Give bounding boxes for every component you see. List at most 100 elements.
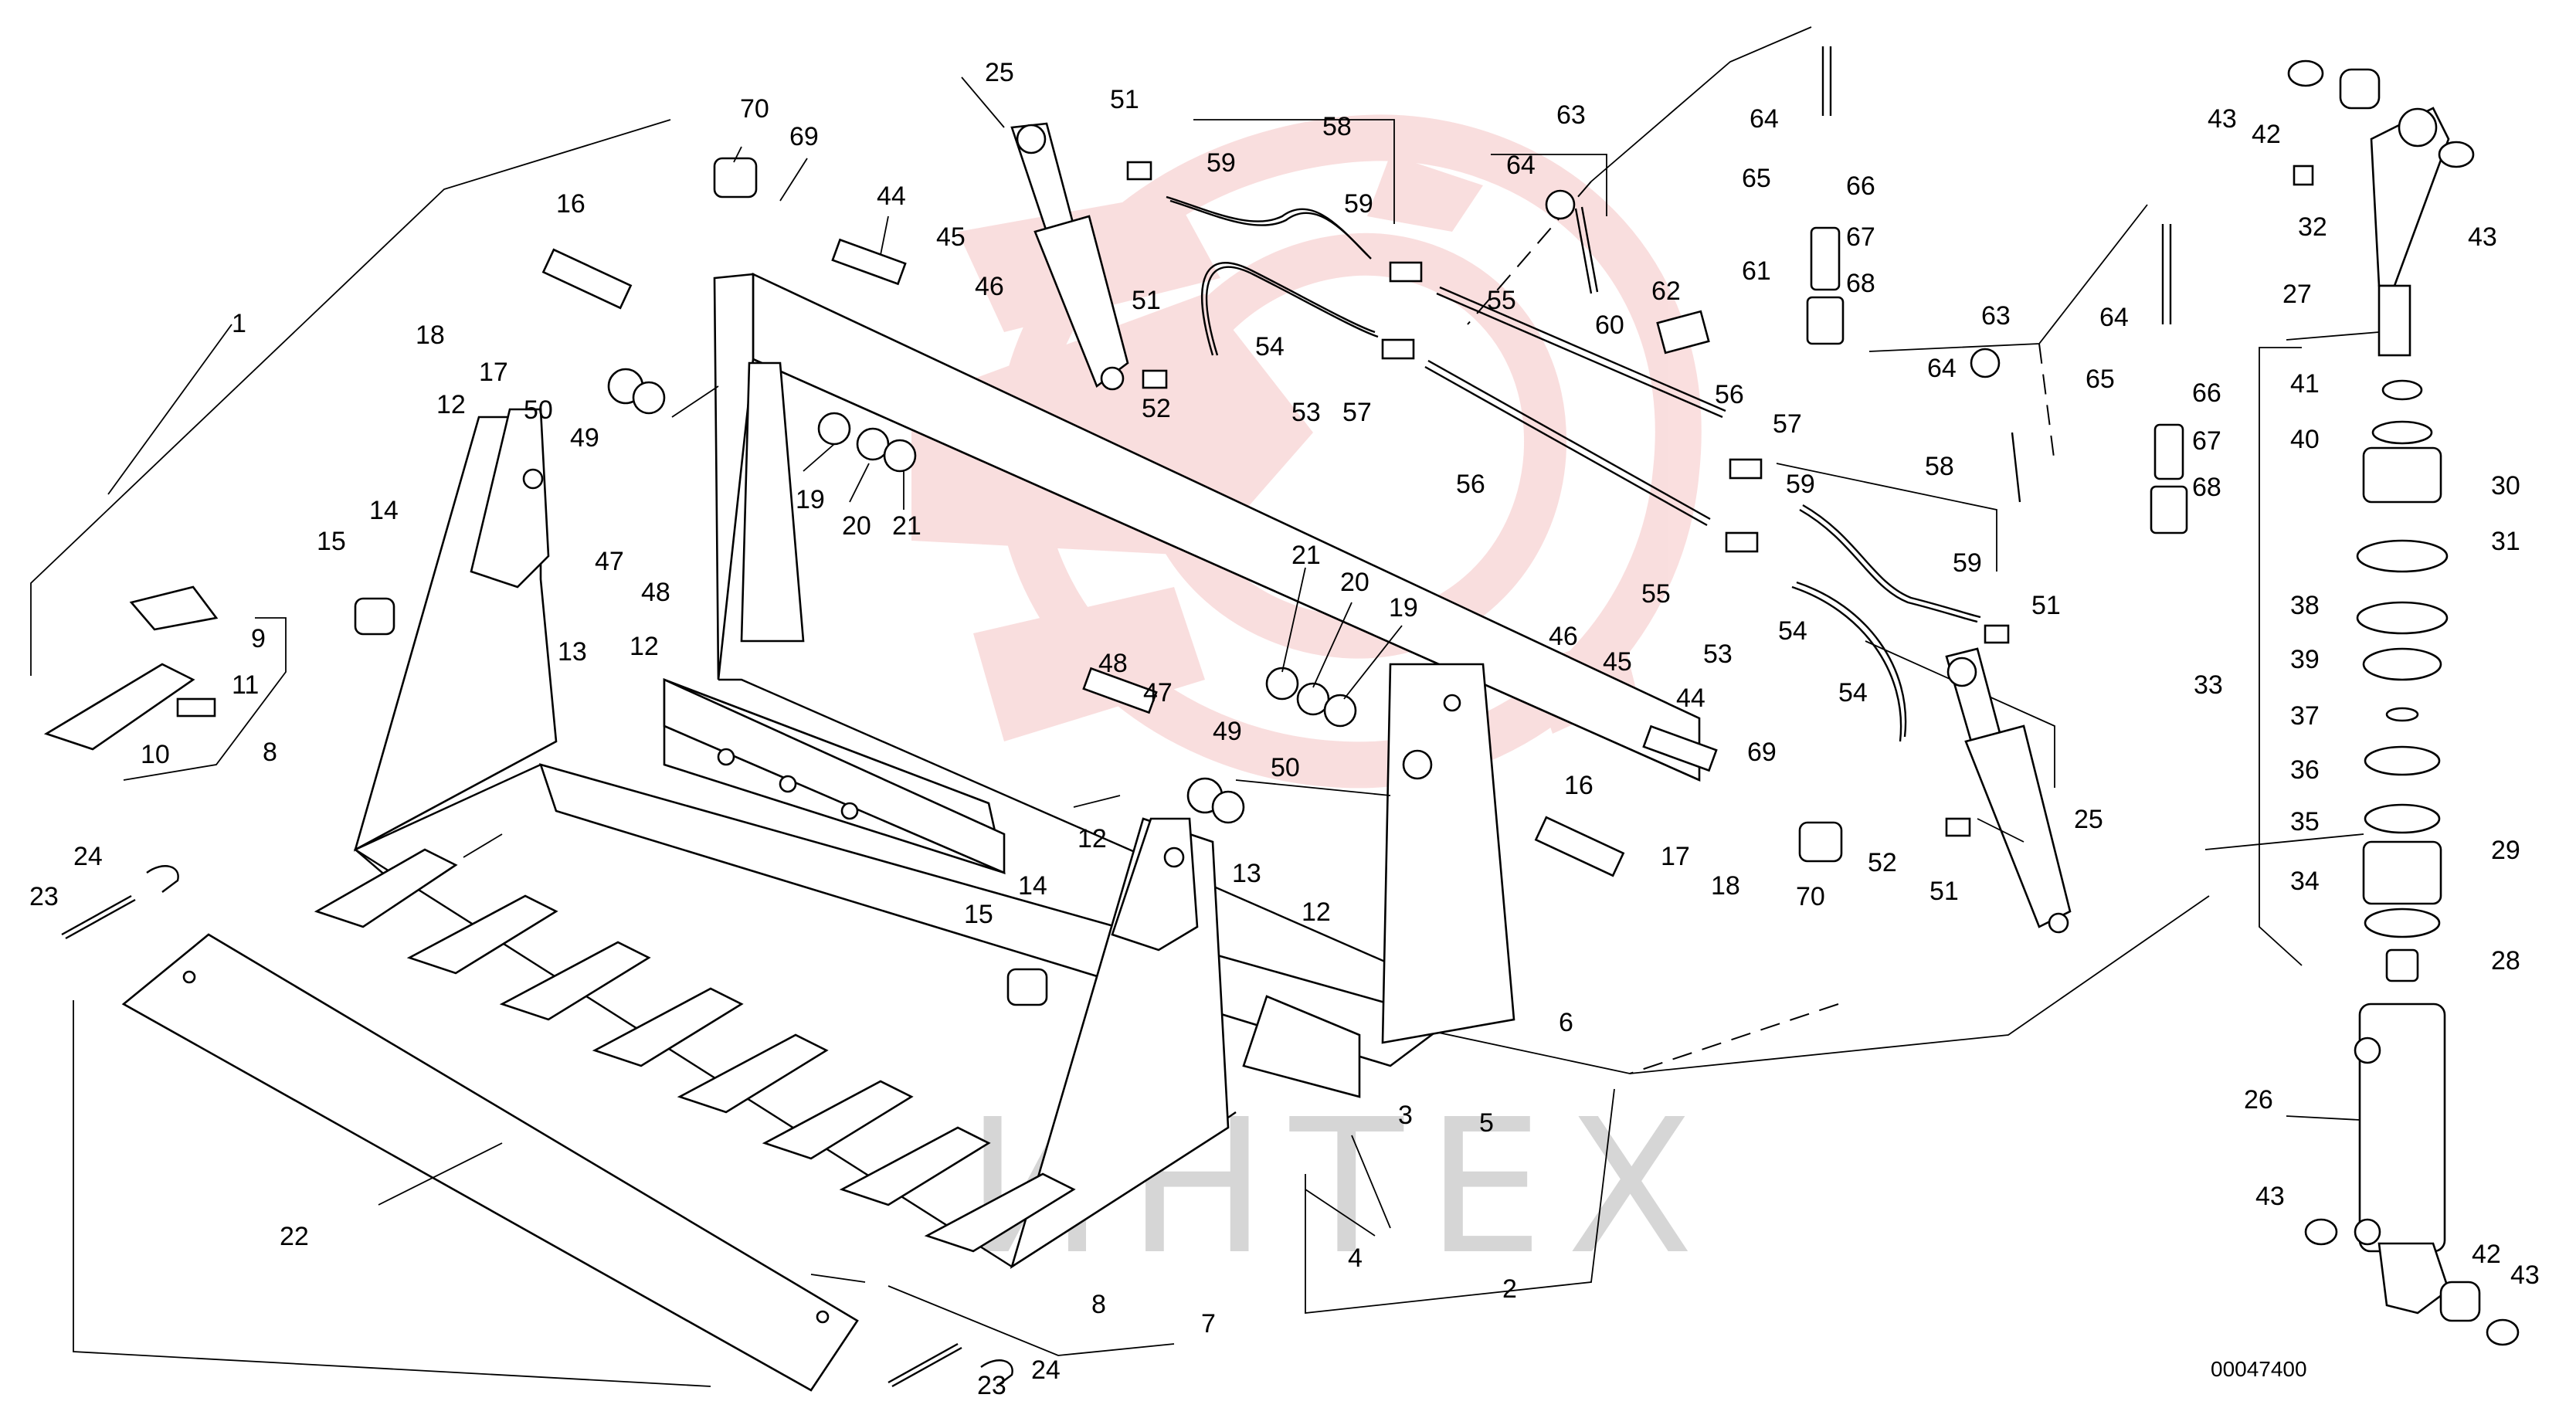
- callout-5: 5: [1479, 1108, 1494, 1138]
- callout-64-d: 64: [2099, 303, 2129, 332]
- callout-63-b: 63: [1981, 301, 2011, 331]
- callout-48-a: 48: [641, 578, 670, 607]
- callout-54-b: 54: [1778, 616, 1807, 646]
- bucket-cylinders: [1010, 122, 2072, 934]
- leader-lines: [107, 76, 2380, 1283]
- springs-and-clips: [61, 865, 1013, 1388]
- callout-61: 61: [1742, 256, 1771, 286]
- callout-8-b: 8: [1091, 1290, 1106, 1319]
- callout-4: 4: [1348, 1243, 1363, 1273]
- callout-45-b: 45: [1603, 647, 1632, 677]
- callout-68-a: 68: [1846, 269, 1875, 298]
- callout-41: 41: [2290, 369, 2320, 399]
- callout-48-b: 48: [1098, 649, 1128, 678]
- callout-51-d: 51: [1929, 877, 1959, 906]
- callout-67-b: 67: [2192, 426, 2221, 456]
- callout-54-a: 54: [1255, 332, 1285, 361]
- callout-44-b: 44: [1676, 684, 1705, 713]
- callout-18-a: 18: [416, 321, 445, 350]
- callout-70-b: 70: [1796, 882, 1825, 911]
- callout-12-d: 12: [1302, 897, 1331, 927]
- hydraulic-hoses: [1166, 46, 2172, 742]
- callout-34: 34: [2290, 867, 2320, 896]
- callout-63-a: 63: [1556, 100, 1586, 130]
- callout-18-b: 18: [1711, 871, 1740, 901]
- callout-50-b: 50: [1271, 753, 1300, 782]
- callout-43-a: 43: [2208, 104, 2237, 134]
- callout-12-b: 12: [630, 632, 659, 661]
- callout-70-a: 70: [740, 94, 769, 124]
- callout-47-a: 47: [595, 547, 624, 576]
- fittings: [1126, 161, 2188, 837]
- callout-55-b: 55: [1641, 579, 1671, 609]
- callout-17-b: 17: [1661, 842, 1690, 871]
- callout-labels: 1 2 3 4 5 6 7 8 8 9 10 11 12 12 12 12 13…: [29, 58, 2540, 1400]
- callout-57-b: 57: [1773, 409, 1802, 439]
- callout-10: 10: [141, 740, 170, 769]
- callout-33: 33: [2194, 670, 2223, 700]
- callout-47-b: 47: [1143, 678, 1173, 707]
- callout-46-b: 46: [1549, 622, 1578, 651]
- callout-32: 32: [2298, 212, 2327, 242]
- callout-14-b: 14: [1018, 871, 1047, 901]
- callout-25-a: 25: [985, 58, 1014, 87]
- callout-65-b: 65: [2086, 365, 2115, 394]
- callout-42-b: 42: [2472, 1240, 2501, 1269]
- washers: [607, 368, 1357, 824]
- callout-15-b: 15: [964, 900, 993, 929]
- callout-19-a: 19: [796, 485, 825, 514]
- callout-21-a: 21: [892, 511, 921, 541]
- callout-59-d: 59: [1953, 548, 1982, 578]
- callout-66-b: 66: [2192, 378, 2221, 408]
- callout-59-a: 59: [1207, 148, 1236, 178]
- callout-53-a: 53: [1291, 398, 1321, 427]
- callout-51-b: 51: [1132, 286, 1161, 315]
- callout-12-c: 12: [1078, 824, 1107, 853]
- mounting-brackets: [470, 361, 1199, 952]
- callout-9: 9: [251, 624, 266, 653]
- callout-64-c: 64: [1927, 354, 1957, 383]
- callout-26: 26: [2244, 1085, 2273, 1115]
- callout-45-a: 45: [936, 222, 966, 252]
- callout-30: 30: [2491, 471, 2520, 500]
- callout-14-a: 14: [369, 496, 399, 525]
- callout-6: 6: [1559, 1008, 1573, 1037]
- callout-49-b: 49: [1213, 717, 1242, 746]
- callout-67-a: 67: [1846, 222, 1875, 252]
- callout-39: 39: [2290, 645, 2320, 674]
- cutting-edges: [121, 677, 1361, 1392]
- callout-22: 22: [280, 1222, 309, 1251]
- callout-40: 40: [2290, 425, 2320, 454]
- callout-55-a: 55: [1487, 286, 1516, 315]
- callout-31: 31: [2491, 527, 2520, 556]
- callout-3: 3: [1398, 1101, 1413, 1130]
- callout-68-b: 68: [2192, 473, 2221, 502]
- lift-cylinder-exploded: [2287, 59, 2520, 1346]
- callout-56-b: 56: [1456, 470, 1485, 499]
- callout-16-a: 16: [556, 189, 585, 219]
- callout-7: 7: [1201, 1309, 1216, 1338]
- callout-23-a: 23: [29, 882, 59, 911]
- callout-52-a: 52: [1142, 394, 1171, 423]
- callout-29: 29: [2491, 836, 2520, 865]
- callout-59-c: 59: [1786, 470, 1815, 499]
- callout-58-b: 58: [1925, 452, 1954, 481]
- callout-60: 60: [1595, 310, 1624, 340]
- bucket-teeth: [43, 585, 1076, 1253]
- callout-35: 35: [2290, 807, 2320, 836]
- callout-66-a: 66: [1846, 171, 1875, 201]
- callout-58-a: 58: [1322, 112, 1352, 141]
- callout-53-b: 53: [1703, 640, 1733, 669]
- callout-20-b: 20: [1340, 568, 1369, 597]
- callout-69-b: 69: [1747, 738, 1777, 767]
- pins-and-bushings: [354, 157, 1843, 1006]
- callout-28: 28: [2491, 946, 2520, 975]
- callout-50-a: 50: [524, 395, 553, 425]
- callout-57-a: 57: [1342, 398, 1372, 427]
- callout-24-b: 24: [1031, 1355, 1061, 1385]
- callout-16-b: 16: [1564, 771, 1593, 800]
- callout-21-b: 21: [1291, 541, 1321, 570]
- callout-13-b: 13: [1232, 859, 1261, 888]
- callout-36: 36: [2290, 755, 2320, 785]
